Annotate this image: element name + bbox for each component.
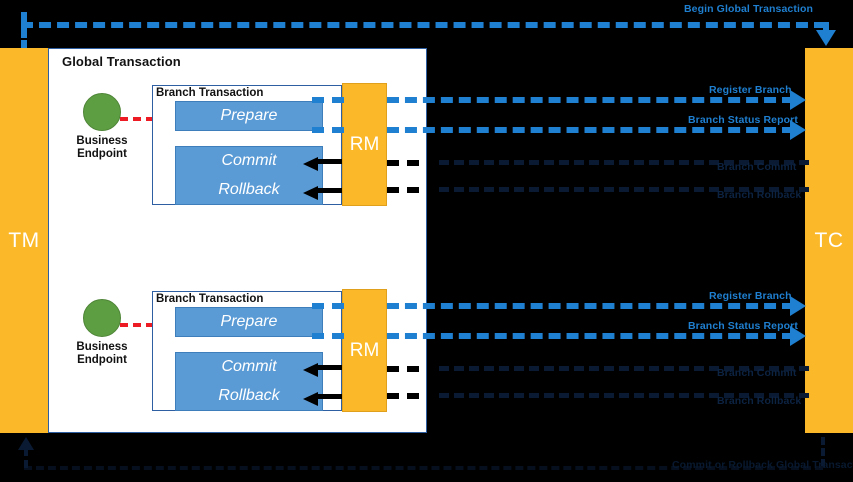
register-branch-arrowhead-2 xyxy=(790,296,806,316)
tm-label: TM xyxy=(8,228,40,252)
operation-commit-2[interactable]: Commit xyxy=(175,352,323,382)
commit-or-rollback-line-horizontal xyxy=(24,466,823,470)
prepare-bracket-bottom-2 xyxy=(312,333,344,339)
prepare-bracket-top-2 xyxy=(312,303,344,309)
tc-pillar: TC xyxy=(805,48,853,433)
begin-global-transaction-line-vertical-left xyxy=(21,12,27,52)
business-endpoint-1: Business Endpoint xyxy=(57,93,147,161)
branch-rollback-line-2 xyxy=(439,393,809,398)
label-branch-rollback-1: Branch Rollback xyxy=(717,189,802,201)
register-branch-line-2 xyxy=(387,303,794,309)
rm-pillar-1: RM xyxy=(342,83,387,206)
business-endpoint-circle-icon xyxy=(83,93,121,131)
label-register-branch-1: Register Branch xyxy=(709,84,792,96)
tm-pillar: TM xyxy=(0,48,48,433)
label-branch-status-report-1: Branch Status Report xyxy=(688,114,798,126)
operation-prepare-label-1: Prepare xyxy=(220,107,278,124)
operation-commit-1[interactable]: Commit xyxy=(175,146,323,176)
begin-global-transaction-line-horizontal xyxy=(21,22,826,28)
operation-commit-label-2: Commit xyxy=(221,358,277,375)
begin-global-transaction-line-vertical-right xyxy=(823,22,829,36)
operation-rollback-1[interactable]: Rollback xyxy=(175,175,323,205)
prepare-bracket-top-1 xyxy=(312,97,344,103)
tc-label: TC xyxy=(814,228,844,252)
branch-commit-line-black-2 xyxy=(387,366,439,372)
branch-rollback-line-black-1 xyxy=(387,187,439,193)
operation-rollback-label-2: Rollback xyxy=(218,386,280,404)
commit-or-rollback-line-vertical-left xyxy=(24,448,28,468)
operation-prepare-2[interactable]: Prepare xyxy=(175,307,323,337)
register-branch-line-1 xyxy=(387,97,794,103)
label-branch-rollback-2: Branch Rollback xyxy=(717,395,802,407)
operation-rollback-2[interactable]: Rollback xyxy=(175,381,323,411)
label-begin-global-transaction: Begin Global Transaction xyxy=(684,3,814,15)
rm-label-1: RM xyxy=(349,133,380,155)
operation-rollback-label-1: Rollback xyxy=(218,180,280,198)
begin-global-transaction-arrowhead xyxy=(816,30,836,46)
rm-to-rollback-arrow-2 xyxy=(303,392,342,406)
commit-or-rollback-line-vertical-right xyxy=(821,437,825,467)
endpoint-to-prepare-arrow-1 xyxy=(120,115,165,127)
branch-transaction-title-1: Branch Transaction xyxy=(156,87,264,99)
commit-or-rollback-arrowhead xyxy=(18,437,34,450)
operation-commit-label-1: Commit xyxy=(221,152,277,169)
label-commit-or-rollback-global-transaction: Commit or Rollback Global Transaction xyxy=(672,459,853,471)
rm-label-2: RM xyxy=(349,339,380,361)
business-endpoint-circle-icon xyxy=(83,299,121,337)
operation-prepare-1[interactable]: Prepare xyxy=(175,101,323,131)
branch-commit-line-1 xyxy=(439,160,809,165)
rm-to-commit-arrow-1 xyxy=(303,157,342,171)
branch-rollback-line-black-2 xyxy=(387,393,439,399)
endpoint-to-prepare-arrow-2 xyxy=(120,321,165,333)
business-endpoint-2: Business Endpoint xyxy=(57,299,147,367)
business-endpoint-label-1: Business Endpoint xyxy=(76,135,128,160)
branch-transaction-group-2: Branch Transaction Prepare Commit Rollba… xyxy=(152,289,392,412)
label-register-branch-2: Register Branch xyxy=(709,290,792,302)
operation-prepare-label-2: Prepare xyxy=(220,313,278,330)
label-branch-commit-1: Branch Commit xyxy=(717,161,797,173)
branch-rollback-line-1 xyxy=(439,187,809,192)
rm-pillar-2: RM xyxy=(342,289,387,412)
branch-commit-line-2 xyxy=(439,366,809,371)
branch-status-report-arrowhead-2 xyxy=(790,326,806,346)
branch-status-report-line-2 xyxy=(387,333,794,339)
branch-commit-line-black-1 xyxy=(387,160,439,166)
branch-transaction-group-1: Branch Transaction Prepare Commit Rollba… xyxy=(152,83,392,206)
rm-to-rollback-arrow-1 xyxy=(303,186,342,200)
prepare-bracket-bottom-1 xyxy=(312,127,344,133)
label-branch-commit-2: Branch Commit xyxy=(717,367,797,379)
global-transaction-title: Global Transaction xyxy=(62,54,181,69)
branch-transaction-title-2: Branch Transaction xyxy=(156,293,264,305)
register-branch-arrowhead-1 xyxy=(790,90,806,110)
rm-to-commit-arrow-2 xyxy=(303,363,342,377)
branch-status-report-arrowhead-1 xyxy=(790,120,806,140)
label-branch-status-report-2: Branch Status Report xyxy=(688,320,798,332)
branch-status-report-line-1 xyxy=(387,127,794,133)
business-endpoint-label-2: Business Endpoint xyxy=(76,341,128,366)
